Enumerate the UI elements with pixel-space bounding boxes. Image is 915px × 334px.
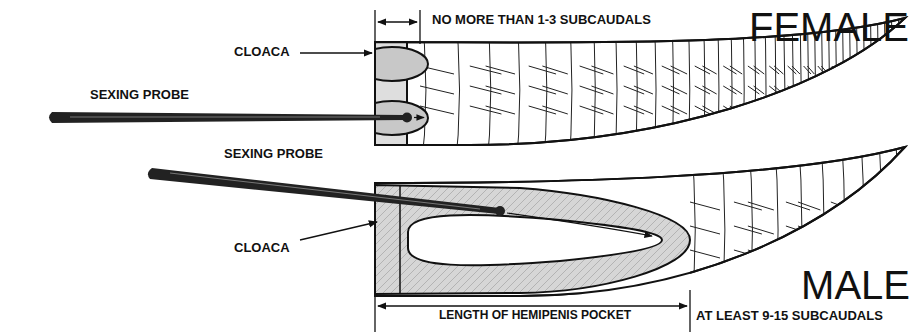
male-tail <box>375 130 915 330</box>
part-label: SEXING PROBE <box>222 147 362 162</box>
part-label: SEXING PROBE <box>88 88 248 103</box>
part-label: CLOACA <box>232 241 298 256</box>
sexing-probe <box>49 112 424 123</box>
dimension-note: NO MORE THAN 1-3 SUBCAUDALS <box>430 13 730 28</box>
dimension-line <box>300 10 420 53</box>
sexing-probe <box>148 168 652 236</box>
dimension-line <box>300 222 690 332</box>
dimension-note: AT LEAST 9-15 SUBCAUDALS <box>694 309 909 324</box>
sex-title: MALE <box>790 262 912 308</box>
dimension-note: LENGTH OF HEMIPENIS POCKET <box>435 309 635 323</box>
sex-title: FEMALE <box>716 4 911 50</box>
part-label: CLOACA <box>232 45 298 60</box>
